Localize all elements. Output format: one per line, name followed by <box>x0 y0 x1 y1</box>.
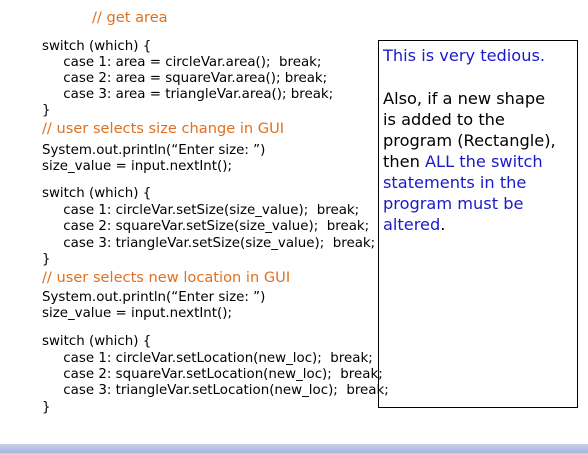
note-line: program must be <box>383 194 524 213</box>
code-line: } <box>42 400 51 415</box>
note-box <box>378 40 578 408</box>
code-line: case 1: circleVar.setSize(size_value); b… <box>42 203 360 218</box>
note-text: . <box>440 215 446 234</box>
code-line: case 2: squareVar.setLocation(new_loc); … <box>42 367 383 382</box>
code-line: case 2: squareVar.setSize(size_value); b… <box>42 219 370 234</box>
note-emphasis: ALL the switch <box>424 152 543 171</box>
note-line: altered. <box>383 214 588 235</box>
code-line: case 3: triangleVar.setLocation(new_loc)… <box>42 383 389 398</box>
code-line: switch (which) { <box>42 186 152 201</box>
code-line: switch (which) { <box>42 39 152 54</box>
code-line: size_value = input.nextInt(); <box>42 306 232 321</box>
code-line: case 1: area = circleVar.area(); break; <box>42 55 322 70</box>
footer-bar <box>0 444 588 453</box>
note-emphasis: altered <box>383 215 441 234</box>
code-line: switch (which) { <box>42 334 152 349</box>
code-line: } <box>42 103 51 118</box>
comment-new-location: // user selects new location in GUI <box>42 269 291 286</box>
code-line: System.out.println(“Enter size: ”) <box>42 143 266 158</box>
note-line-tedious: This is very tedious. <box>383 46 546 65</box>
note-line: is added to the <box>383 110 505 129</box>
note-line: then ALL the switch <box>383 151 588 172</box>
code-line: System.out.println(“Enter size: ”) <box>42 290 266 305</box>
code-line: case 3: triangleVar.setSize(size_value);… <box>42 236 376 251</box>
code-line: case 1: circleVar.setLocation(new_loc); … <box>42 351 373 366</box>
note-text: then <box>383 152 425 171</box>
comment-size-change: // user selects size change in GUI <box>42 120 285 137</box>
comment-get-area: // get area <box>92 9 168 26</box>
code-line: case 3: area = triangleVar.area(); break… <box>42 87 334 102</box>
note-line: Also, if a new shape <box>383 89 546 108</box>
note-line: program (Rectangle), <box>383 131 556 150</box>
note-line: statements in the <box>383 173 527 192</box>
code-line: size_value = input.nextInt(); <box>42 159 232 174</box>
code-line: } <box>42 252 51 267</box>
code-line: case 2: area = squareVar.area(); break; <box>42 71 328 86</box>
